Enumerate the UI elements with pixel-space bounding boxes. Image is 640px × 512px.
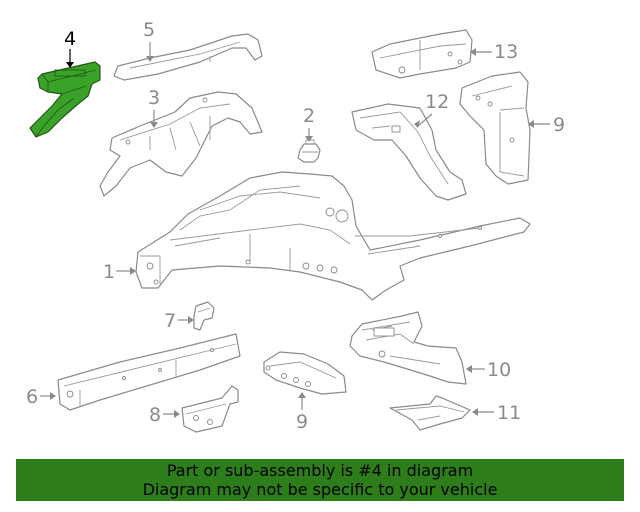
callout-9-upper[interactable]: 9 bbox=[553, 114, 565, 136]
parts-diagram: 4 5 3 2 12 13 bbox=[26, 19, 565, 433]
part-1[interactable] bbox=[135, 171, 531, 301]
part-3[interactable] bbox=[99, 91, 263, 197]
callout-2[interactable]: 2 bbox=[303, 105, 315, 127]
part-7[interactable] bbox=[193, 301, 215, 331]
callout-1[interactable]: 1 bbox=[103, 261, 115, 283]
callout-8[interactable]: 8 bbox=[149, 404, 161, 426]
part-12[interactable] bbox=[351, 103, 467, 201]
info-banner: Part or sub-assembly is #4 in diagram Di… bbox=[16, 459, 624, 501]
part-2[interactable] bbox=[297, 139, 321, 163]
callout-9-lower[interactable]: 9 bbox=[296, 411, 308, 433]
part-13[interactable] bbox=[371, 29, 473, 79]
part-9-upper[interactable] bbox=[459, 71, 531, 185]
part-9-lower[interactable] bbox=[263, 351, 347, 395]
callout-7[interactable]: 7 bbox=[164, 310, 176, 332]
callout-6[interactable]: 6 bbox=[26, 386, 38, 408]
part-8[interactable] bbox=[181, 385, 239, 433]
part-10[interactable] bbox=[349, 311, 467, 385]
part-6[interactable] bbox=[57, 333, 241, 411]
callout-3[interactable]: 3 bbox=[148, 87, 160, 109]
callout-13[interactable]: 13 bbox=[494, 41, 518, 63]
banner-line-2: Diagram may not be specific to your vehi… bbox=[142, 480, 498, 499]
part-4-highlighted[interactable] bbox=[29, 61, 101, 138]
part-11[interactable] bbox=[389, 395, 471, 431]
callout-11[interactable]: 11 bbox=[497, 402, 521, 424]
part-5[interactable] bbox=[113, 33, 263, 81]
callout-10[interactable]: 10 bbox=[487, 359, 511, 381]
callout-4[interactable]: 4 bbox=[64, 28, 76, 50]
callout-12[interactable]: 12 bbox=[425, 91, 449, 113]
callout-5[interactable]: 5 bbox=[143, 19, 155, 41]
banner-line-1: Part or sub-assembly is #4 in diagram bbox=[166, 461, 474, 480]
